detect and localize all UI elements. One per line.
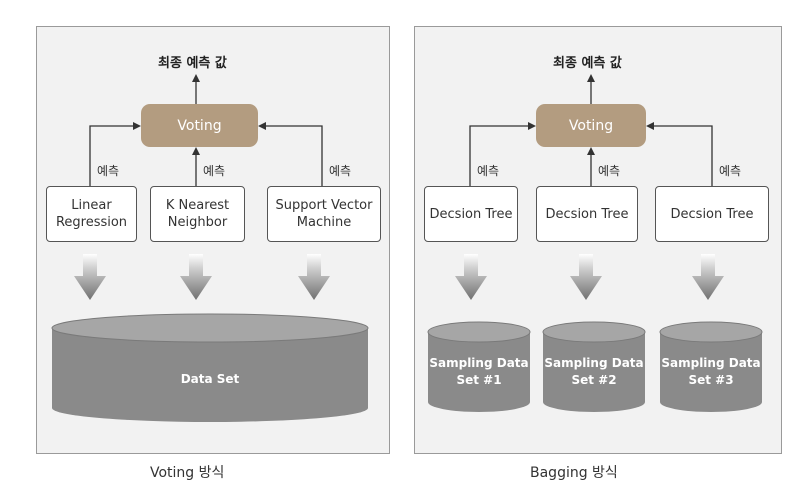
bagging-down-arrow-1: [455, 254, 487, 300]
bagging-predict-label-3: 예측: [719, 164, 742, 178]
voting-down-arrow-3: [298, 254, 330, 300]
voting-predict-label-1: 예측: [97, 164, 120, 178]
bagging-arrowheads: [528, 74, 654, 155]
decision-tree-3: Decsion Tree: [655, 186, 769, 242]
voting-right-arrowhead: [258, 122, 266, 130]
bagging-predict-label-1: 예측: [477, 164, 500, 178]
bagging-caption: Bagging 방식: [530, 465, 618, 481]
voting-caption: Voting 방식: [150, 465, 225, 481]
voting-left-arrowhead: [133, 122, 141, 130]
bagging-connectors: [469, 80, 713, 186]
bagging-left-arrowhead: [528, 122, 536, 130]
voting-down-arrows: [74, 254, 330, 300]
model-linear-regression: Linear Regression: [46, 186, 137, 242]
bagging-predict-label-2: 예측: [598, 164, 621, 178]
sample-cylinder-3: [659, 321, 763, 412]
voting-predict-label-2: 예측: [203, 164, 226, 178]
sample-cylinder-1: [427, 321, 531, 412]
bagging-down-arrow-2: [570, 254, 602, 300]
voting-final-arrowhead: [192, 74, 200, 82]
sample-set-1-label: Sampling Data Set #1: [429, 356, 529, 387]
voting-final-prediction-label: 최종 예측 값: [158, 56, 227, 71]
bagging-voting-node: Voting: [536, 104, 646, 147]
bagging-down-arrow-3: [692, 254, 724, 300]
decision-tree-1: Decsion Tree: [424, 186, 518, 242]
model-k-nearest-neighbor: K Nearest Neighbor: [150, 186, 245, 242]
voting-predict-label-3: 예측: [329, 164, 352, 178]
voting-connectors: [89, 80, 323, 186]
decision-tree-2: Decsion Tree: [536, 186, 638, 242]
model-support-vector-machine: Support Vector Machine: [267, 186, 381, 242]
dataset-cylinder: [51, 313, 369, 422]
voting-middle-arrowhead: [192, 147, 200, 155]
voting-down-arrow-1: [74, 254, 106, 300]
dataset-label: Data Set: [180, 371, 240, 386]
voting-node: Voting: [141, 104, 258, 147]
voting-arrowheads: [133, 74, 266, 155]
sample-cylinder-2: [542, 321, 646, 412]
sample-set-2-label: Sampling Data Set #2: [544, 356, 644, 387]
bagging-down-arrows: [455, 254, 724, 300]
bagging-final-arrowhead: [587, 74, 595, 82]
sample-set-3-label: Sampling Data Set #3: [661, 356, 761, 387]
voting-down-arrow-2: [180, 254, 212, 300]
bagging-middle-arrowhead: [587, 147, 595, 155]
bagging-right-arrowhead: [646, 122, 654, 130]
bagging-final-prediction-label: 최종 예측 값: [553, 56, 622, 71]
